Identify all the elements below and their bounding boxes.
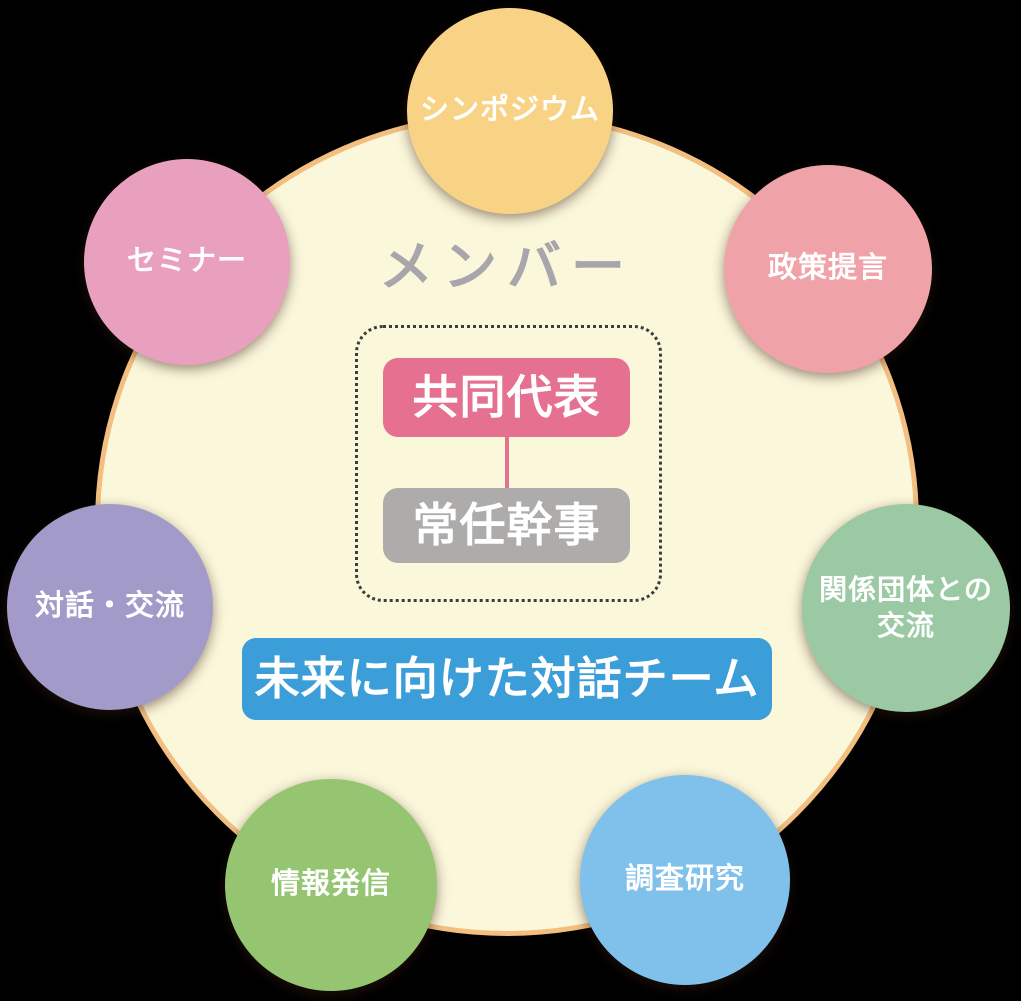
circle-research-study: 調査研究: [580, 775, 790, 985]
circle-symposium-label: シンポジウム: [419, 94, 600, 127]
circle-research-study-label: 調査研究: [624, 863, 745, 896]
circle-dialogue-exchange-label: 対話・交流: [34, 590, 185, 623]
circle-related-organizations-label: 関係団体との 交流: [819, 572, 993, 645]
standing-secretary-box: 常任幹事: [383, 488, 630, 563]
circle-policy-proposal-label: 政策提言: [767, 252, 888, 285]
circle-dialogue-exchange: 対話・交流: [7, 504, 213, 710]
org-connector-line: [505, 435, 509, 490]
members-title: メンバー: [379, 237, 635, 297]
circle-related-organizations-label-line1: 関係団体との: [819, 573, 993, 605]
circle-related-organizations-exchange: 関係団体との 交流: [802, 504, 1010, 712]
co-representative-box: 共同代表: [383, 358, 630, 437]
circle-seminar: セミナー: [84, 159, 290, 365]
circle-related-organizations-label-line2: 交流: [876, 610, 935, 641]
circle-symposium: シンポジウム: [407, 8, 613, 214]
circle-policy-proposal: 政策提言: [724, 165, 932, 373]
circle-information-dissemination-label: 情報発信: [270, 868, 391, 901]
leadership-dotted-frame: [355, 325, 662, 602]
circle-information-dissemination: 情報発信: [225, 779, 437, 991]
circle-seminar-label: セミナー: [126, 245, 247, 278]
future-dialogue-team-banner: 未来に向けた対話チーム: [242, 638, 772, 720]
